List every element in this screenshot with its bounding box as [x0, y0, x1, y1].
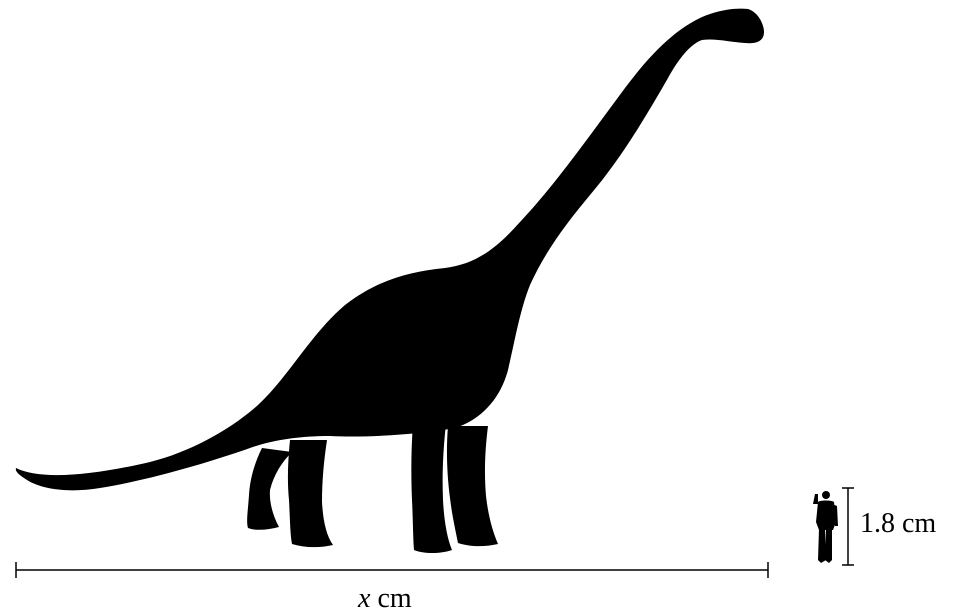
length-variable: x — [358, 583, 370, 614]
brachiosaurus-silhouette-icon — [16, 9, 764, 553]
height-scale-bar — [842, 488, 854, 565]
human-silhouette-icon — [813, 491, 838, 563]
length-unit: cm — [377, 583, 411, 614]
human-height-label: 1.8 cm — [860, 510, 936, 538]
dinosaur-length-label: x cm — [358, 585, 412, 613]
length-scale-bar — [16, 562, 768, 578]
